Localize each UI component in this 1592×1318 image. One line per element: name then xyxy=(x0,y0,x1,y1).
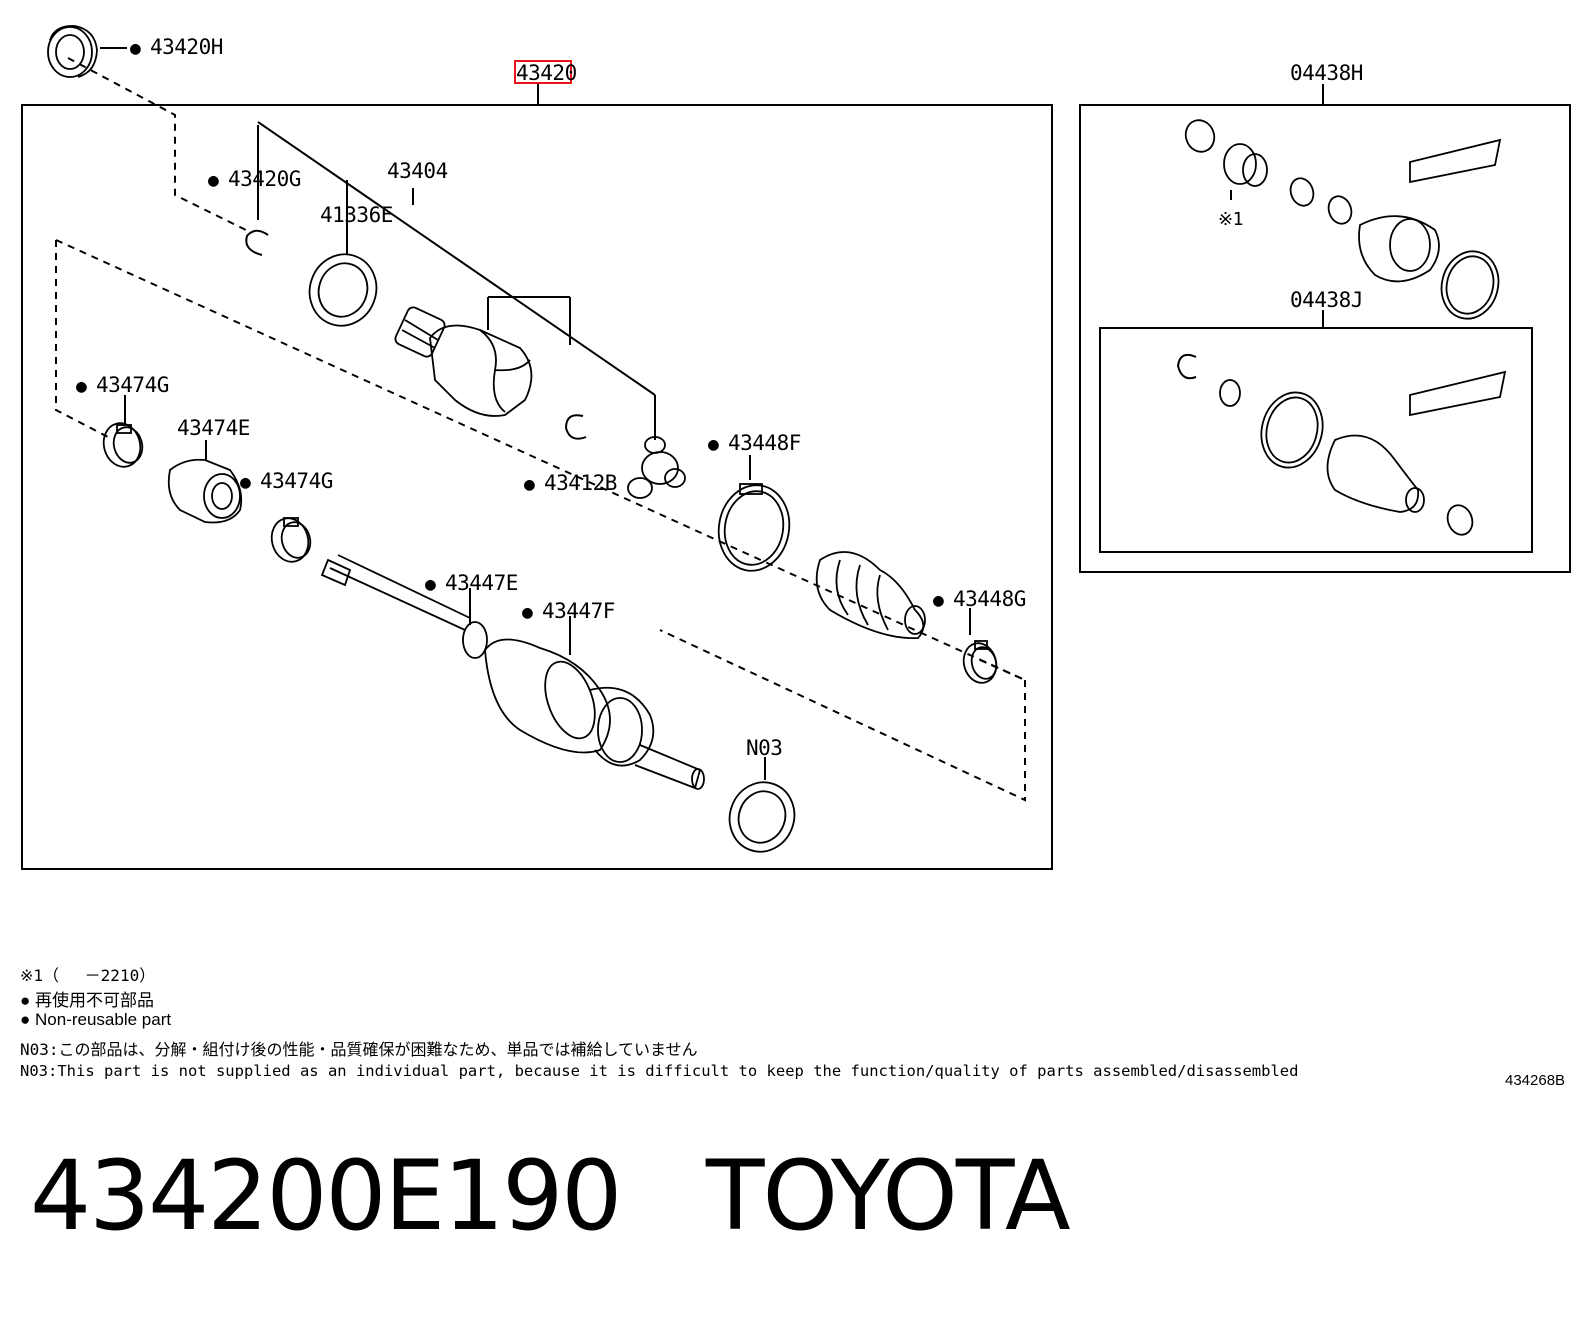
callout-43448F: 43448F xyxy=(728,431,801,455)
kit-04438J-contents xyxy=(1176,353,1507,536)
brand-name: TOYOTA xyxy=(705,1140,1071,1252)
inboard-joint-housing xyxy=(394,306,533,417)
note-n03-jp: N03:この部品は、分解・組付け後の性能・品質確保が困難なため、単品では補給して… xyxy=(20,1040,698,1059)
callout-43448G: 43448G xyxy=(953,587,1026,611)
boot-clamp-43474G-a xyxy=(102,422,144,468)
boot-clamp-43448G xyxy=(962,640,998,684)
callout-04438H: 04438H xyxy=(1290,61,1363,85)
kit-inner-frame xyxy=(1099,327,1533,553)
note-nonreusable-jp: ● 再使用不可部品 xyxy=(20,986,154,1011)
kit-outer-frame xyxy=(1079,104,1571,573)
callout-43447F: 43447F xyxy=(542,599,615,623)
callout-43474G-a: 43474G xyxy=(96,373,169,397)
callout-43404: 43404 xyxy=(387,159,448,183)
part-number: 434200E190 xyxy=(30,1140,622,1252)
part-title: 434200E190 TOYOTA xyxy=(30,1140,1071,1252)
boot-band-43448F xyxy=(717,483,791,572)
tripod-joint xyxy=(627,436,686,499)
bullet-43448F: ● xyxy=(708,434,719,455)
bullet-43420H: ● xyxy=(130,38,141,59)
callout-43420H: 43420H xyxy=(150,35,223,59)
snap-ring-43420G xyxy=(245,229,269,256)
drive-shaft-assembly xyxy=(320,554,705,790)
callout-N03: N03 xyxy=(746,736,782,760)
bullet-43420G: ● xyxy=(208,170,219,191)
bullet-43447E: ● xyxy=(425,574,436,595)
note-nonreusable-en: ● Non-reusable part xyxy=(20,1010,171,1030)
callout-41336E: 41336E xyxy=(320,203,393,227)
bullet-43412B: ● xyxy=(524,474,535,495)
bullet-43447F: ● xyxy=(522,602,533,623)
note-n03-en: N03:This part is not supplied as an indi… xyxy=(20,1062,1299,1080)
oil-seal-41336E xyxy=(308,253,378,327)
dust-deflector-N03 xyxy=(728,781,796,853)
bullet: ● xyxy=(20,1010,31,1029)
inboard-boot-43474E xyxy=(167,458,243,524)
bullet-43474G-a: ● xyxy=(76,376,87,397)
callout-43420G: 43420G xyxy=(228,167,301,191)
note-nonreusable-jp-text: 再使用不可部品 xyxy=(35,991,155,1010)
bullet-43448G: ● xyxy=(933,590,944,611)
callout-04438J: 04438J xyxy=(1290,288,1363,312)
assembly-number-highlight xyxy=(514,60,572,84)
main-assembly-frame xyxy=(21,104,1053,870)
diagram-code: 434268B xyxy=(1505,1072,1566,1089)
callout-note1: ※1 xyxy=(1218,209,1243,230)
dust-seal-43420H xyxy=(47,25,98,78)
note-serial-range: ※1（ －2210） xyxy=(20,966,156,985)
callout-43412B: 43412B xyxy=(544,471,617,495)
snap-ring-43412B xyxy=(564,414,587,440)
callout-43474G-b: 43474G xyxy=(260,469,333,493)
callout-43420: 43420 xyxy=(516,61,577,85)
boot-clamp-43474G-b xyxy=(270,517,312,563)
note-nonreusable-en-text: Non-reusable part xyxy=(35,1010,172,1029)
kit-04438H-contents xyxy=(1184,119,1502,320)
bullet-43474G-b: ● xyxy=(240,472,251,493)
outboard-boot xyxy=(815,551,926,639)
bullet: ● xyxy=(20,991,31,1010)
callout-43474E: 43474E xyxy=(177,416,250,440)
callout-43447E: 43447E xyxy=(445,571,518,595)
